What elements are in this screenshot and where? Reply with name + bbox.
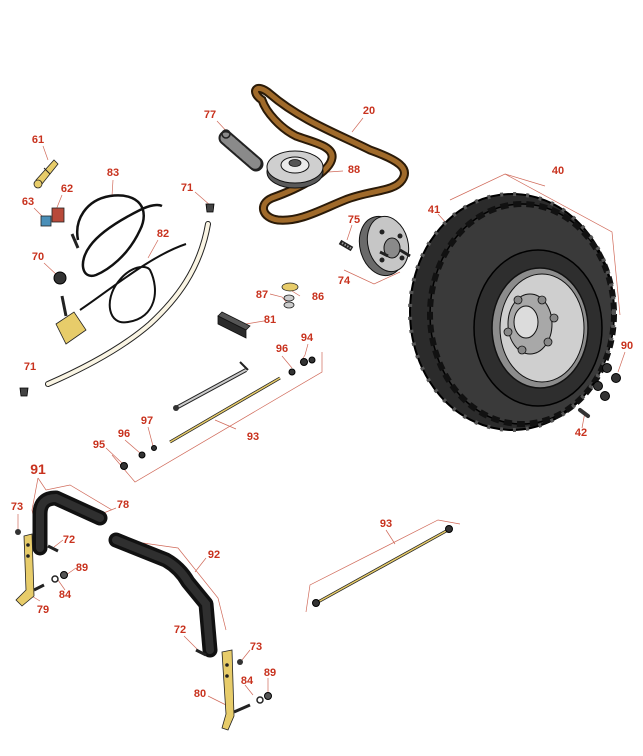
callout-40: 40 (552, 165, 564, 177)
callout-77: 77 (204, 109, 216, 121)
pulley (266, 150, 324, 189)
callout-86: 86 (312, 291, 324, 303)
callout-75: 75 (348, 214, 360, 226)
rear-wheel (408, 192, 617, 432)
wheel-hub (338, 215, 411, 277)
callout-63: 63 (22, 196, 34, 208)
callout-82: 82 (157, 228, 169, 240)
callout-81: 81 (264, 314, 276, 326)
callout-42: 42 (575, 427, 587, 439)
callout-84-right: 84 (241, 675, 254, 687)
lug-nuts (593, 363, 621, 401)
callout-83: 83 (107, 167, 119, 179)
callout-93-upper: 93 (247, 431, 259, 443)
callout-93-lower: 93 (380, 518, 392, 530)
valve-stem (578, 408, 590, 418)
callout-89-left: 89 (76, 562, 88, 574)
callout-71-top: 71 (181, 182, 193, 194)
callout-90: 90 (621, 340, 633, 352)
spindle-left (15, 533, 45, 607)
rubber-pad (217, 311, 251, 339)
callout-94: 94 (301, 332, 314, 344)
ignition-switch (40, 207, 65, 227)
callout-87: 87 (256, 289, 268, 301)
callout-41: 41 (428, 204, 440, 216)
axle-hardware (15, 529, 272, 704)
callout-71-bottom: 71 (24, 361, 36, 373)
callout-89-right: 89 (264, 667, 276, 679)
tension-spring (218, 129, 264, 172)
callout-84-left: 84 (59, 589, 72, 601)
callout-70: 70 (32, 251, 44, 263)
callout-91: 91 (30, 461, 46, 477)
callout-80: 80 (194, 688, 206, 700)
callout-61: 61 (32, 134, 44, 146)
tie-rod (120, 356, 316, 470)
fuel-hose (19, 203, 215, 397)
callout-97: 97 (141, 415, 153, 427)
callout-73-left: 73 (11, 501, 23, 513)
callout-96-left: 96 (118, 428, 130, 440)
callout-88: 88 (348, 164, 360, 176)
steering-axle (32, 490, 218, 658)
callout-62: 62 (61, 183, 73, 195)
throttle-cable (70, 194, 163, 278)
callout-92: 92 (208, 549, 220, 561)
callout-74: 74 (338, 275, 351, 287)
callout-78: 78 (117, 499, 129, 511)
ignition-key (33, 159, 59, 189)
callout-79: 79 (37, 604, 49, 616)
drive-belt (251, 84, 409, 225)
choke-cable (79, 243, 187, 324)
tie-rod-lower (312, 525, 453, 607)
throttle-lever (53, 271, 87, 345)
spindle-right (221, 649, 251, 731)
callout-95: 95 (93, 439, 105, 451)
callout-20: 20 (363, 105, 375, 117)
callout-73-right: 73 (250, 641, 262, 653)
callout-labels: 61 62 63 70 71 71 83 82 77 20 88 75 74 4… (11, 105, 633, 700)
callout-96-right: 96 (276, 343, 288, 355)
callout-72-right: 72 (174, 624, 186, 636)
callout-72-left: 72 (63, 534, 75, 546)
washers (281, 282, 299, 309)
